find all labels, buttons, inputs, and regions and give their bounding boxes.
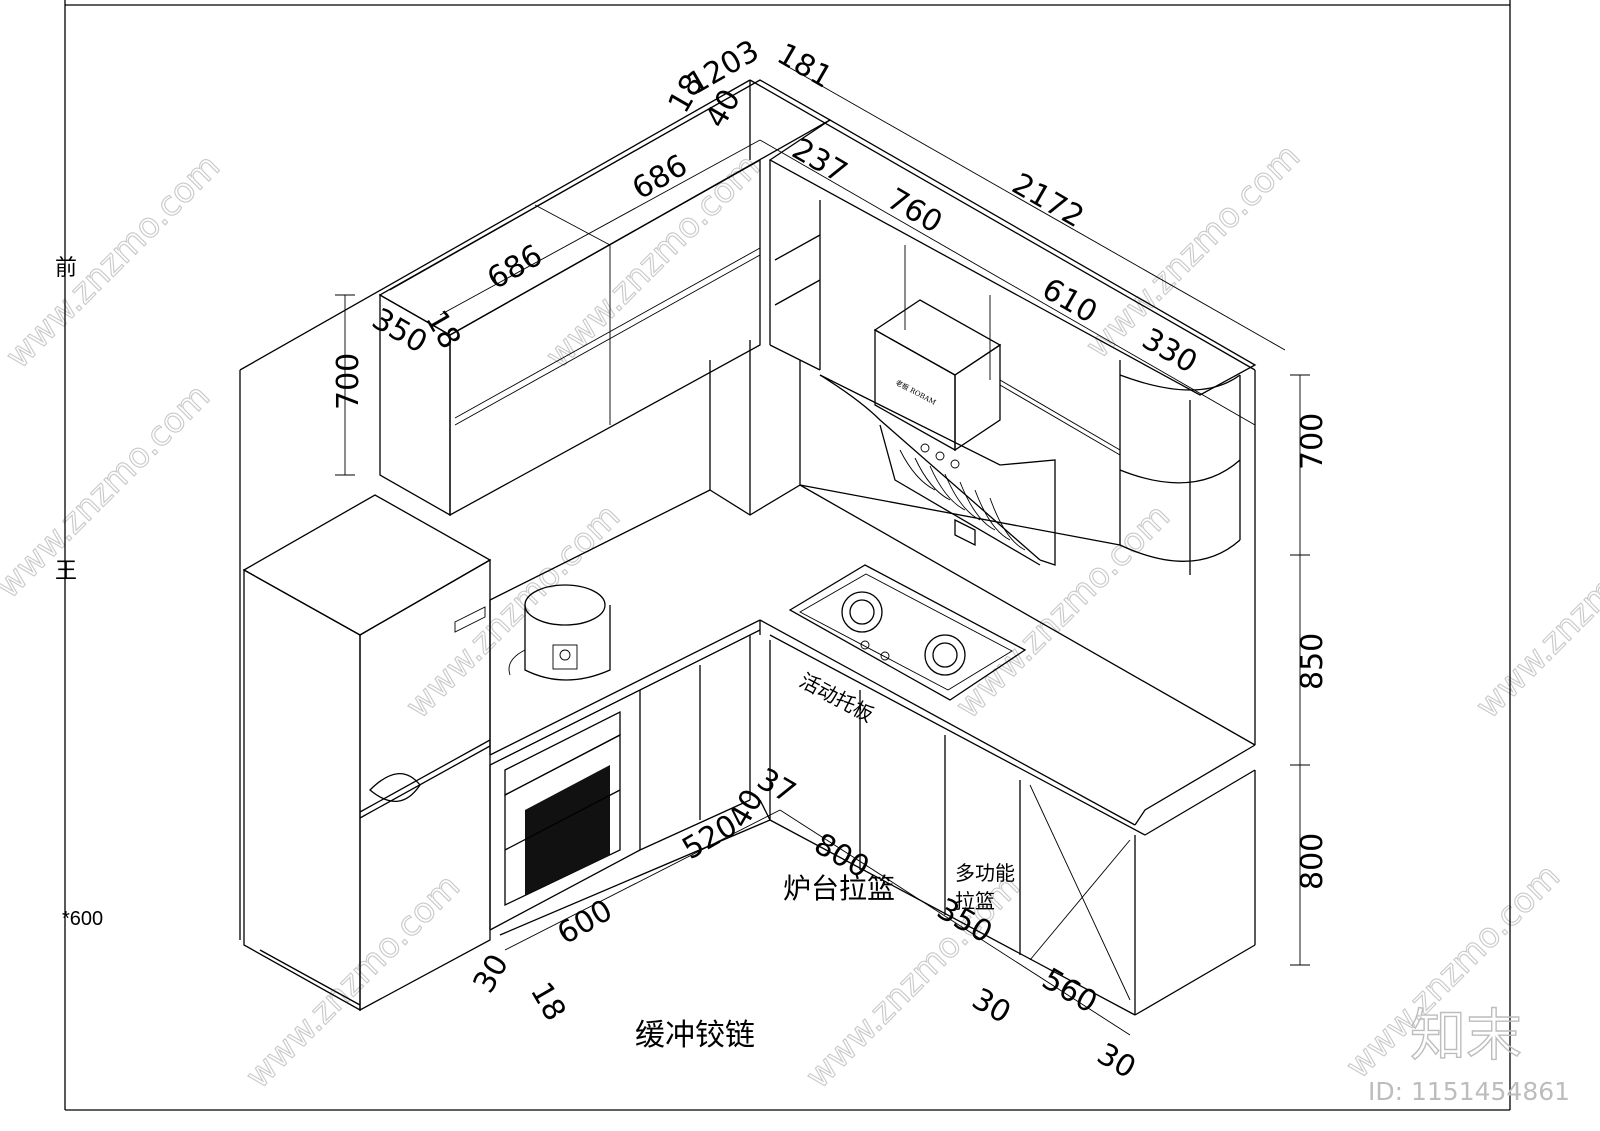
- label-left-char-2: 王: [55, 559, 77, 584]
- dim-686-a: 686: [482, 238, 549, 297]
- dim-700-right: 700: [1295, 413, 1330, 470]
- watermark-id: ID: 1151454861: [1368, 1077, 1570, 1106]
- range-hood: 老板 ROBAM: [819, 299, 1056, 566]
- refrigerator: [242, 494, 492, 1012]
- dim-686-b: 686: [627, 148, 694, 207]
- dim-18-bottom: 18: [523, 977, 572, 1028]
- watermark-logo-text: 知末: [1410, 1004, 1522, 1069]
- back-walls: [239, 79, 1256, 940]
- annotations: 活动托板 炉台拉篮 多功能 拉篮 缓冲铰链 *600 前 王: [55, 256, 1015, 1053]
- dim-350-top: 350: [366, 302, 433, 361]
- hood-brand-label: 老板 ROBAM: [894, 378, 938, 407]
- watermark-text: www.znzmo.com: [398, 496, 628, 726]
- watermark-text: www.znzmo.com: [0, 146, 228, 376]
- countertop: [489, 484, 1256, 836]
- dim-30-left: 30: [467, 948, 516, 999]
- label-multi-basket-line2: 拉篮: [955, 889, 995, 913]
- dim-181: 181: [771, 37, 838, 96]
- dim-800-right: 800: [1295, 833, 1330, 890]
- watermark-text: www.znzmo.com: [238, 866, 468, 1096]
- dim-2172: 2172: [1006, 167, 1090, 235]
- base-cabinets: [499, 635, 1256, 1016]
- label-soft-hinge: 缓冲铰链: [635, 1018, 755, 1053]
- dim-700-left: 700: [331, 353, 366, 410]
- dim-330: 330: [1136, 322, 1203, 381]
- label-left-char-1: 前: [55, 256, 77, 281]
- dimension-lines: [335, 64, 1310, 1036]
- hood-grille: [899, 449, 1026, 551]
- dimension-labels: 1203 181 18 40 237 686 686 18 350 700 76…: [331, 33, 1330, 1086]
- label-side-600: *600: [62, 908, 103, 930]
- watermark-text: www.znzmo.com: [0, 376, 218, 606]
- dim-610: 610: [1036, 272, 1103, 331]
- watermark-text: www.znzmo.com: [1468, 496, 1600, 726]
- dim-30-right: 30: [1091, 1037, 1142, 1086]
- page-frame: [64, 0, 1511, 1111]
- label-stove-basket: 炉台拉篮: [783, 872, 895, 905]
- dim-600: 600: [552, 893, 619, 952]
- dim-760: 760: [881, 182, 948, 241]
- rice-cooker: [508, 584, 611, 681]
- upper-right-cabinets: [768, 119, 1257, 575]
- watermark-logo: 知末 ID: 1151454861: [1368, 1003, 1570, 1106]
- label-multi-basket-line1: 多功能: [955, 861, 1015, 885]
- dim-237: 237: [786, 132, 853, 191]
- dim-850: 850: [1295, 633, 1330, 690]
- dim-30-mid: 30: [966, 982, 1017, 1031]
- built-in-oven: [489, 710, 641, 931]
- gas-cooktop: [788, 564, 1027, 701]
